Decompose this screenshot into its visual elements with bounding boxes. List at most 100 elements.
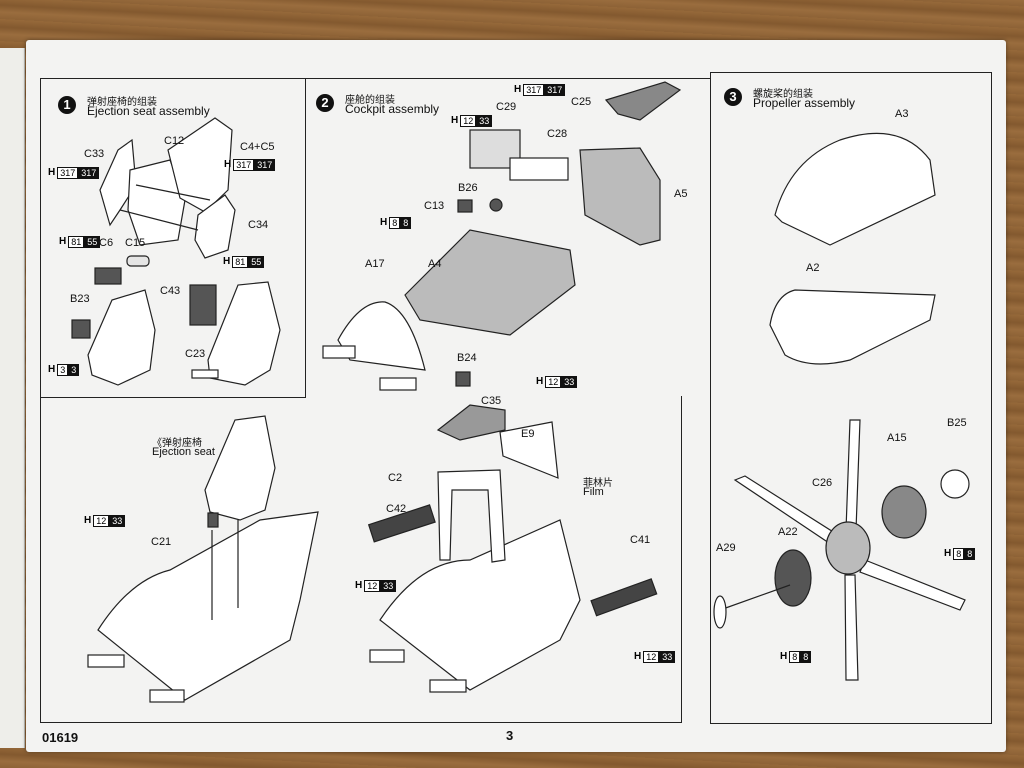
paint-letter: H: [536, 376, 544, 387]
step-3-number: 3: [724, 88, 742, 106]
part-label-c12: C12: [164, 135, 185, 147]
step3-cowling-parts: [769, 132, 936, 365]
step-1-title-zh: 弹射座椅的组装: [87, 97, 157, 108]
part-label-c4c5: C4+C5: [240, 141, 275, 153]
paint-code-primary: 317: [523, 84, 545, 96]
part-label-c35: C35: [481, 395, 502, 407]
page-number: 3: [506, 728, 514, 743]
part-label-c2: C2: [388, 472, 403, 484]
paint-code-primary: 317: [233, 159, 255, 171]
paint-code-secondary: 8: [800, 651, 812, 663]
paint-letter: H: [224, 159, 232, 170]
paint-code-secondary: 33: [561, 376, 578, 388]
paint-code-primary: 12: [545, 376, 562, 388]
paint-code-primary: 8: [789, 651, 801, 663]
paint-code-primary: 8: [389, 217, 401, 229]
paint-code-secondary: 8: [400, 217, 412, 229]
part-label-a2: A2: [806, 262, 820, 274]
step-2-title-en: Cockpit assembly: [345, 102, 440, 116]
part-label-c29: C29: [496, 101, 517, 113]
part-label-c6: C6: [99, 237, 114, 249]
step1-seat-parts: [99, 117, 236, 259]
part-label-c15: C15: [125, 237, 146, 249]
step1-seat-subassembly: [71, 255, 281, 386]
paint-code-h81b: H 81 55: [223, 256, 265, 268]
step-3-title-en: Propeller assembly: [753, 96, 856, 110]
part-label-c41: C41: [630, 534, 651, 546]
paint-code-h12d: H 12 33: [355, 580, 397, 592]
step-1-number: 1: [58, 96, 76, 114]
part-label-b24: B24: [457, 352, 477, 364]
paint-code-secondary: 33: [109, 515, 126, 527]
part-label-c33: C33: [84, 148, 105, 160]
paint-code-secondary: 317: [544, 84, 566, 96]
paint-code-primary: 12: [643, 651, 660, 663]
paint-code-h3: H 3 3: [48, 364, 80, 376]
paint-code-primary: 81: [68, 236, 85, 248]
part-label-a4: A4: [428, 258, 442, 270]
paint-letter: H: [514, 84, 522, 95]
part-label-c28: C28: [547, 128, 568, 140]
paint-code-primary: 12: [460, 115, 477, 127]
paint-code-primary: 8: [953, 548, 965, 560]
paint-letter: H: [380, 217, 388, 228]
part-label-b26: B26: [458, 182, 478, 194]
step-2-number: 2: [316, 94, 334, 112]
paint-code-h317b: H 317 317: [224, 159, 276, 171]
product-code: 01619: [42, 730, 79, 745]
step-3-title-zh: 螺旋桨的组装: [753, 89, 813, 100]
part-label-a22: A22: [778, 526, 798, 538]
paint-code-primary: 81: [232, 256, 249, 268]
paint-code-secondary: 8: [964, 548, 976, 560]
paint-code-secondary: 33: [380, 580, 397, 592]
paint-letter: H: [223, 256, 231, 267]
part-label-c13: C13: [424, 200, 445, 212]
panel-step1-lower-border: [40, 396, 682, 723]
paint-code-secondary: 33: [476, 115, 493, 127]
part-label-c42: C42: [386, 503, 407, 515]
paint-code-secondary: 317: [78, 167, 100, 179]
paint-code-h8b: H 8 8: [944, 548, 976, 560]
paint-letter: H: [780, 651, 788, 662]
panel-step1-border: [40, 78, 306, 398]
part-label-c21: C21: [151, 536, 172, 548]
film-callout-zh: 菲林片: [583, 478, 613, 489]
step-1-title-en: Ejection seat assembly: [87, 104, 210, 118]
paint-letter: H: [48, 364, 56, 375]
paint-letter: H: [944, 548, 952, 559]
part-label-c23: C23: [185, 348, 206, 360]
paint-letter: H: [355, 580, 363, 591]
paint-letter: H: [84, 515, 92, 526]
paint-code-secondary: 55: [248, 256, 265, 268]
part-label-c25: C25: [571, 96, 592, 108]
paint-code-primary: 12: [364, 580, 381, 592]
step-2-title-zh: 座舱的组装: [345, 95, 395, 106]
step3-propeller-parts: [713, 419, 970, 681]
previous-page-edge: [0, 48, 25, 748]
part-label-c34: C34: [248, 219, 269, 231]
paint-code-h317c: H 317 317: [514, 84, 566, 96]
paint-code-h12a: H 12 33: [451, 115, 493, 127]
paint-code-secondary: 33: [659, 651, 676, 663]
part-label-b25: B25: [947, 417, 967, 429]
paint-code-secondary: 55: [84, 236, 101, 248]
part-label-c26: C26: [812, 477, 833, 489]
paint-code-primary: 3: [57, 364, 69, 376]
part-label-c43: C43: [160, 285, 181, 297]
paint-code-h8a: H 8 8: [380, 217, 412, 229]
paint-code-h8c: H 8 8: [780, 651, 812, 663]
paint-letter: H: [451, 115, 459, 126]
part-label-a15: A15: [887, 432, 907, 444]
paint-code-h12c: H 12 33: [84, 515, 126, 527]
part-label-a5: A5: [674, 188, 688, 200]
paint-letter: H: [59, 236, 67, 247]
step2-cockpit-parts: [322, 81, 682, 391]
paint-code-h81a: H 81 55: [59, 236, 101, 248]
panel-step3-border: [710, 72, 992, 724]
part-label-e9: E9: [521, 428, 535, 440]
step1-lower-assembly: [87, 415, 319, 703]
part-label-a3: A3: [895, 108, 909, 120]
paint-code-h12e: H 12 33: [634, 651, 676, 663]
film-callout-en: Film: [583, 486, 604, 498]
